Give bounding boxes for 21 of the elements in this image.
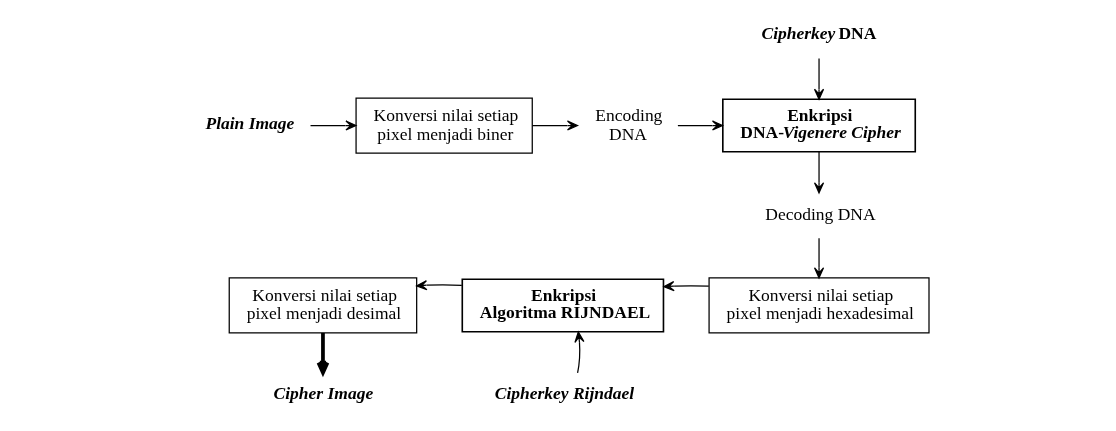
node-text: Cipherkey DNA [761,22,876,43]
arrow [662,281,709,292]
node-box: Konversi nilai setiap pixel menjadi biner [354,97,533,154]
arrow [676,120,723,131]
node-text: Decoding DNA [764,204,876,225]
arrow [813,57,824,100]
arrow [573,331,585,374]
node-box: Enkripsi DNA-Vigenere Cipher [721,98,916,153]
node-text: Encoding DNA [594,104,662,144]
node-box: Enkripsi Algoritma RIJNDAEL [460,278,664,333]
arrow [415,280,462,291]
arrow [813,237,824,279]
arrow [813,151,824,194]
node-box: Konversi nilai setiap pixel menjadi desimal [228,277,417,334]
arrow [316,332,329,375]
node-text: Cipherkey Rijndael [494,382,634,403]
arrow [309,120,357,131]
node-text: Cipher Image [273,382,373,403]
node-box: Konversi nilai setiap pixel menjadi hexadesimal [707,277,930,334]
arrow [531,120,578,131]
node-text: Plain Image [204,112,294,133]
